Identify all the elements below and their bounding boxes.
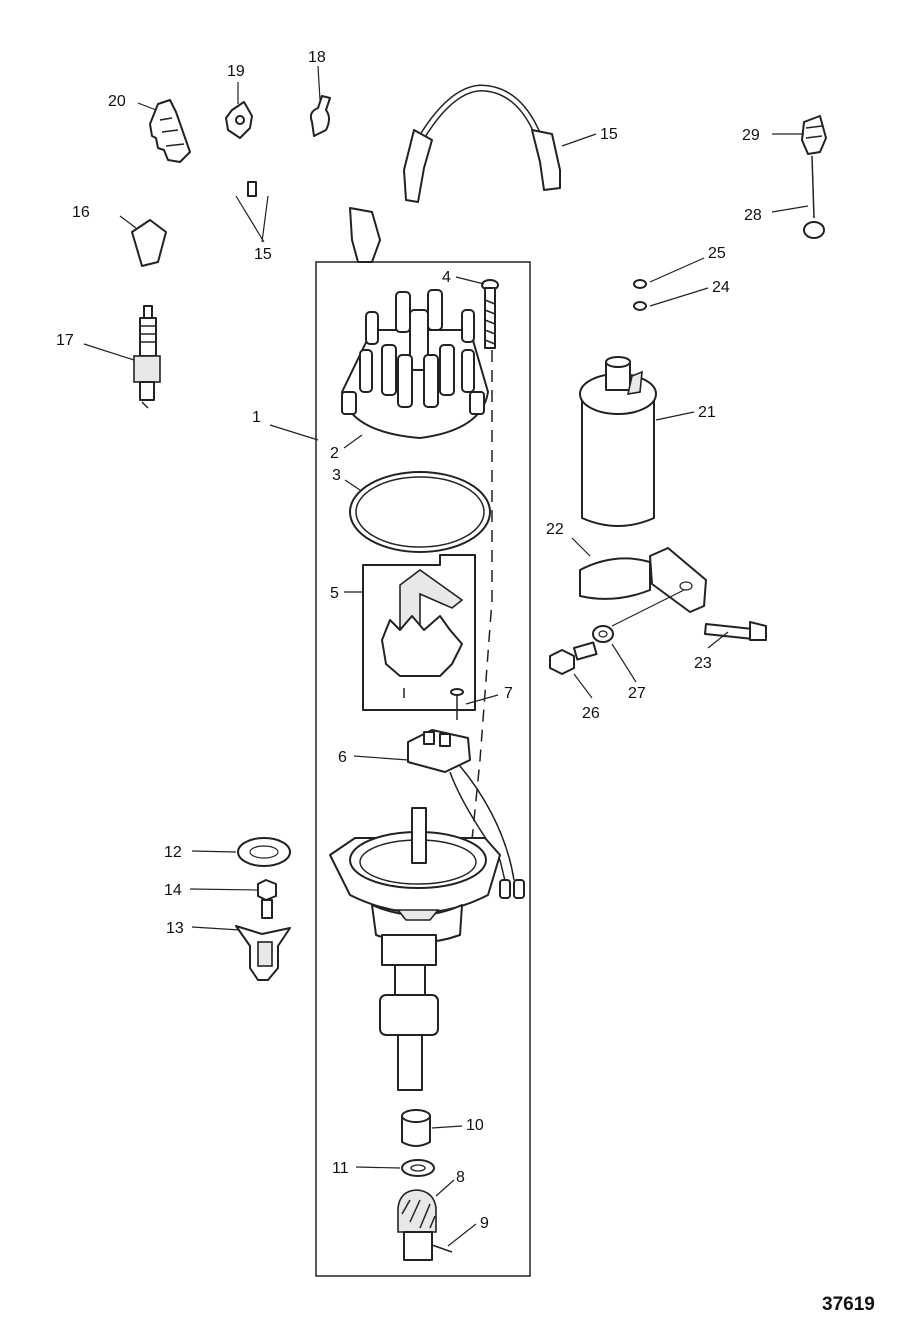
callout-15-lead: 15 <box>254 246 272 263</box>
callout-24: 24 <box>712 279 730 296</box>
callout-23: 23 <box>694 655 712 672</box>
figure-number: 37619 <box>822 1294 875 1315</box>
callout-9: 9 <box>480 1215 489 1232</box>
pickup-screw <box>450 688 464 720</box>
callout-13: 13 <box>166 920 184 937</box>
cap-screw <box>481 279 499 349</box>
callout-17: 17 <box>56 332 74 349</box>
leader-lines <box>83 65 809 1247</box>
bracket-bolt-short <box>549 641 598 675</box>
distributor-clamp <box>235 925 291 981</box>
callout-8: 8 <box>456 1169 465 1186</box>
shaft-washer <box>401 1159 435 1177</box>
bracket-bolt-long <box>703 621 767 641</box>
cap-seal-ring <box>349 471 491 553</box>
callout-12: 12 <box>164 844 182 861</box>
callout-18: 18 <box>308 49 326 66</box>
callout-2: 2 <box>330 445 339 462</box>
gear-roll-pin <box>431 1244 453 1253</box>
wire-separator <box>225 101 253 139</box>
callout-26: 26 <box>582 705 600 722</box>
callout-22: 22 <box>546 521 564 538</box>
callout-4: 4 <box>442 269 451 286</box>
callout-3: 3 <box>332 467 341 484</box>
distributor-housing <box>329 807 501 1091</box>
callout-6: 6 <box>338 749 347 766</box>
wire-clip <box>309 95 331 137</box>
callout-1: 1 <box>252 409 261 426</box>
callout-11: 11 <box>332 1160 349 1177</box>
callout-28: 28 <box>744 207 762 224</box>
coil-lead <box>803 155 825 239</box>
callout-20: 20 <box>108 93 126 110</box>
rotor-kit <box>362 554 476 711</box>
callout-16: 16 <box>72 204 90 221</box>
wire-retainer <box>149 99 191 163</box>
spark-plug-lead-long <box>403 84 561 203</box>
ignition-coil <box>579 356 657 527</box>
callout-7: 7 <box>504 685 513 702</box>
coil-wire-retainer <box>801 115 827 155</box>
coil-bracket <box>579 547 707 613</box>
spark-plug-lead-short <box>131 181 381 267</box>
callout-labels: 1 2 3 4 5 6 7 8 9 10 11 12 13 14 15 15 1… <box>56 49 762 1232</box>
distributor-assembly-frame <box>315 261 531 1277</box>
bracket-bolt <box>257 879 277 919</box>
callout-29: 29 <box>742 127 760 144</box>
coil-nut-upper <box>633 279 647 289</box>
callout-14: 14 <box>164 882 182 899</box>
distributor-cap <box>341 289 489 439</box>
drive-gear <box>397 1189 437 1261</box>
callout-5: 5 <box>330 585 339 602</box>
callout-27: 27 <box>628 685 646 702</box>
alignment-dashed-line <box>469 350 493 861</box>
callout-15-top: 15 <box>600 126 618 143</box>
callout-19: 19 <box>227 63 245 80</box>
coil-nut-lower <box>633 301 647 311</box>
callout-21: 21 <box>698 404 716 421</box>
spark-plug <box>133 305 161 409</box>
shaft-bushing <box>401 1109 431 1147</box>
callout-25: 25 <box>708 245 726 262</box>
callout-10: 10 <box>466 1117 484 1134</box>
